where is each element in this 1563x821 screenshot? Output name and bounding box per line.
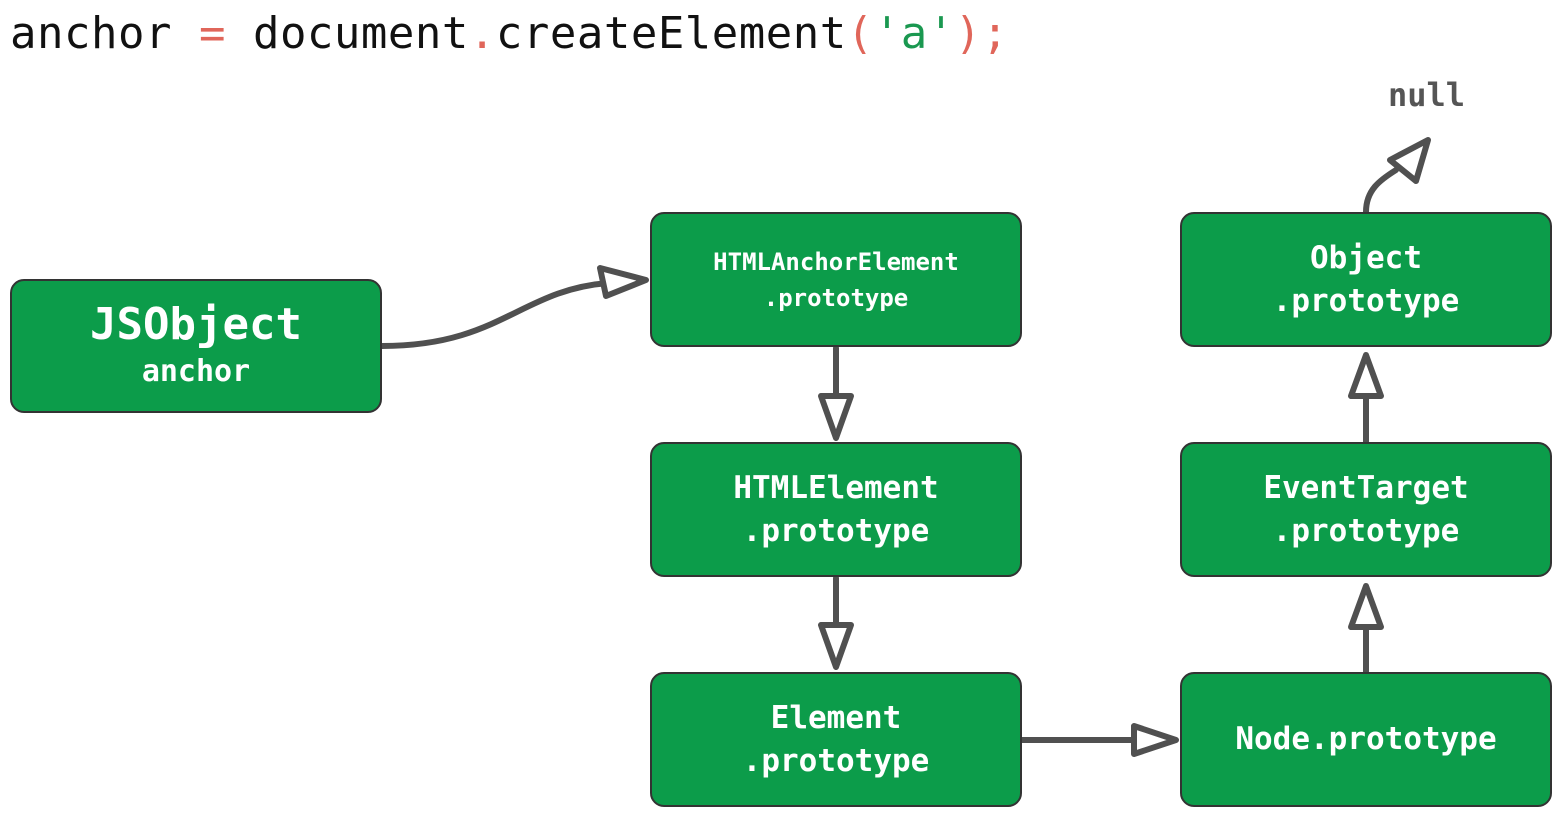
node-jsobject-anchor: JSObject anchor [10, 279, 382, 413]
arrow-object-to-null [1363, 167, 1399, 215]
arrowhead-object [1348, 352, 1384, 399]
null-terminal-label: null [1388, 76, 1466, 114]
arrow-jsobject-to-htmlanchor [379, 280, 611, 349]
node-element-prototype: Element .prototype [650, 672, 1022, 807]
node-htmlelement-prototype: HTMLElement .prototype [650, 442, 1022, 577]
arrowhead-eventtarget [1348, 583, 1384, 630]
node-title: Element [770, 699, 902, 736]
code-object: document [252, 8, 469, 59]
code-method: createElement [495, 8, 847, 59]
code-string-argument: 'a' [873, 8, 955, 59]
node-title: JSObject [90, 299, 302, 350]
node-subtitle: .prototype [742, 742, 930, 779]
node-htmlanchorelement-prototype: HTMLAnchorElement .prototype [650, 212, 1022, 347]
node-title: Node.prototype [1235, 721, 1497, 757]
node-node-prototype: Node.prototype [1180, 672, 1552, 807]
node-subtitle: .prototype [742, 512, 930, 549]
code-assign-operator: = [198, 8, 226, 59]
node-eventtarget-prototype: EventTarget .prototype [1180, 442, 1552, 577]
node-subtitle: .prototype [1272, 512, 1460, 549]
node-object-prototype: Object .prototype [1180, 212, 1552, 347]
code-variable: anchor [10, 8, 172, 59]
code-line: anchor = document.createElement('a'); [10, 4, 1009, 64]
arrowhead-htmlanchor [597, 265, 649, 299]
arrowhead-element [818, 622, 854, 670]
node-title: EventTarget [1263, 469, 1469, 506]
code-left-paren: ( [846, 8, 874, 59]
node-title: HTMLAnchorElement [713, 247, 959, 276]
node-title: HTMLElement [733, 469, 939, 506]
arrowhead-null [1387, 137, 1431, 184]
arrowhead-node [1131, 723, 1179, 757]
node-subtitle: anchor [141, 354, 251, 389]
code-dot-operator: . [468, 8, 496, 59]
code-semicolon: ; [981, 8, 1009, 59]
arrowhead-htmlelement [818, 393, 854, 441]
node-title: Object [1310, 239, 1422, 276]
node-subtitle: .prototype [1272, 282, 1460, 319]
code-right-paren: ) [954, 8, 982, 59]
node-subtitle: .prototype [763, 283, 909, 312]
